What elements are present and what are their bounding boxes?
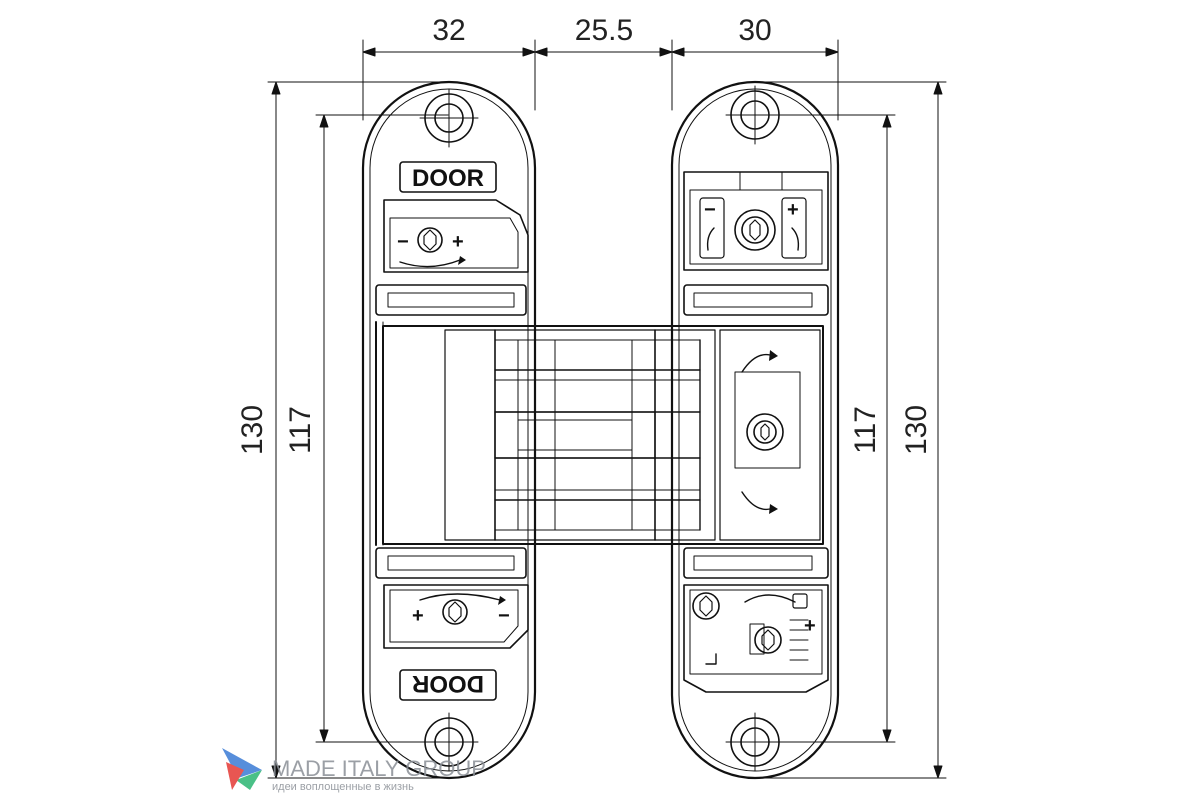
brand-logo-icon <box>222 748 262 790</box>
right-top-adjuster <box>683 171 829 271</box>
left-bottom-rotate-arrow <box>419 593 501 601</box>
door-labels: DOOR DOOR <box>412 165 484 697</box>
right-middle-adjuster <box>719 329 821 541</box>
dim-height-inner-left: 117 <box>284 406 317 454</box>
dim-width-middle: 25.5 <box>575 14 633 47</box>
left-top-rotate-arrow <box>399 259 461 268</box>
door-label-top: DOOR <box>412 165 484 192</box>
left-door-plate-top <box>399 161 497 193</box>
dimension-lines <box>267 39 947 779</box>
brand-tagline: идеи воплощенные в жизнь <box>272 781 414 793</box>
brand-watermark: MADE ITALY GROUP идеи воплощенные в жизн… <box>222 748 486 793</box>
dim-width-right: 30 <box>738 14 771 47</box>
dim-height-inner-right: 117 <box>849 406 882 454</box>
left-hinge-leaf <box>361 80 537 780</box>
right-top-plus-sign: + <box>787 199 799 221</box>
right-bottom-screw-hole <box>725 712 785 772</box>
left-bottom-plus-sign: + <box>412 605 424 627</box>
brand-name: MADE ITALY GROUP <box>272 756 486 781</box>
dim-width-left: 32 <box>432 14 465 47</box>
dim-height-outer-left: 130 <box>236 405 269 455</box>
right-bottom-adjuster <box>683 584 829 693</box>
left-door-plate-bottom <box>399 669 497 701</box>
right-bottom-plus-sign: + <box>804 615 816 637</box>
left-top-minus-sign: − <box>397 231 409 253</box>
left-bottom-adjuster <box>383 584 529 649</box>
adjust-sign-labels: − + + − − + + <box>397 199 816 637</box>
door-label-bottom: DOOR <box>412 670 484 697</box>
dim-height-outer-right: 130 <box>900 405 933 455</box>
left-top-screw-hole <box>419 88 479 148</box>
left-top-adjuster <box>383 199 529 273</box>
right-top-minus-sign: − <box>704 199 716 221</box>
right-top-screw-hole <box>725 85 785 145</box>
left-bottom-screw-hole <box>419 712 479 772</box>
dimension-labels: 32 25.5 30 130 117 117 130 <box>236 14 933 455</box>
left-top-plus-sign: + <box>452 231 464 253</box>
left-bottom-minus-sign: − <box>498 605 510 627</box>
center-arm-mechanism <box>382 325 824 545</box>
right-hinge-leaf <box>670 80 840 780</box>
